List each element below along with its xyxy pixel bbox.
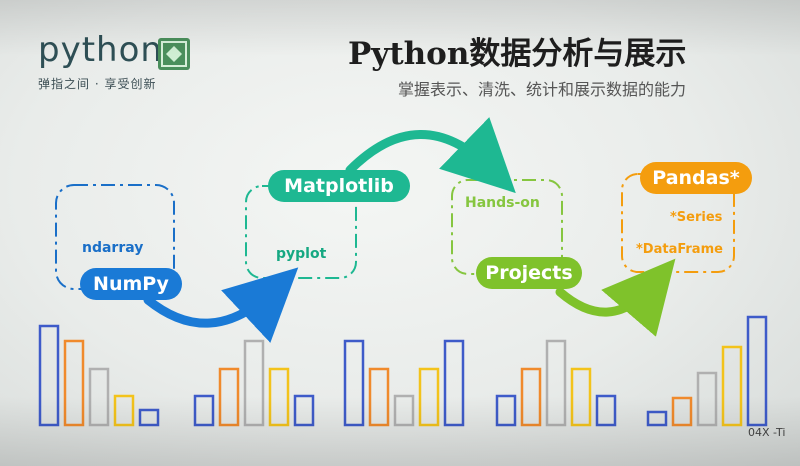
decorative-bar [113, 394, 135, 427]
slide-title: Python数据分析与展示 [348, 36, 687, 72]
decorative-bar [443, 339, 465, 427]
matplotlib-label: Matplotlib [268, 170, 410, 202]
projects-sub-label: Hands-on [465, 195, 540, 211]
decorative-bar [595, 394, 617, 427]
decorative-bar [268, 367, 290, 427]
decorative-bar [343, 339, 365, 427]
decorative-bar [63, 339, 85, 427]
watermark: 04X -Ti [748, 426, 786, 439]
arrow-numpy-to-matplotlib [143, 267, 299, 343]
slide-subtitle: 掌握表示、清洗、统计和展示数据的能力 [398, 80, 687, 99]
decorative-bar [193, 394, 215, 427]
logo-badge-icon [158, 38, 190, 70]
logo-tagline: 弹指之间 · 享受创新 [38, 77, 157, 91]
arrow-matplotlib-to-projects [345, 117, 516, 194]
decorative-bar [218, 367, 240, 427]
pandas-sub-dataframe: *DataFrame [636, 242, 723, 257]
decorative-bar [293, 394, 315, 427]
decorative-bar [671, 396, 693, 427]
decorative-bars [38, 315, 768, 427]
decorative-bar [545, 339, 567, 427]
decorative-bar [646, 410, 668, 427]
decorative-bar [88, 367, 110, 427]
decorative-bar [746, 315, 768, 427]
decorative-bar [520, 367, 542, 427]
decorative-bar [495, 394, 517, 427]
python-logo: python 弹指之间 · 享受创新 [38, 30, 190, 100]
logo-wordmark: python [38, 30, 163, 70]
numpy-label: NumPy [80, 268, 182, 300]
decorative-bar [393, 394, 415, 427]
numpy-sub-label: ndarray [82, 240, 144, 256]
arrow-projects-to-pandas [555, 258, 676, 337]
decorative-bar [138, 408, 160, 427]
decorative-bar [368, 367, 390, 427]
pandas-sub-series: *Series [670, 210, 723, 225]
projects-label: Projects [476, 257, 582, 289]
pandas-label: Pandas* [640, 162, 752, 194]
decorative-bar [243, 339, 265, 427]
matplotlib-sub-label: pyplot [276, 246, 327, 262]
decorative-bar [418, 367, 440, 427]
decorative-bar [38, 324, 60, 427]
decorative-bar [696, 371, 718, 427]
decorative-bar [570, 367, 592, 427]
decorative-bar [721, 345, 743, 427]
